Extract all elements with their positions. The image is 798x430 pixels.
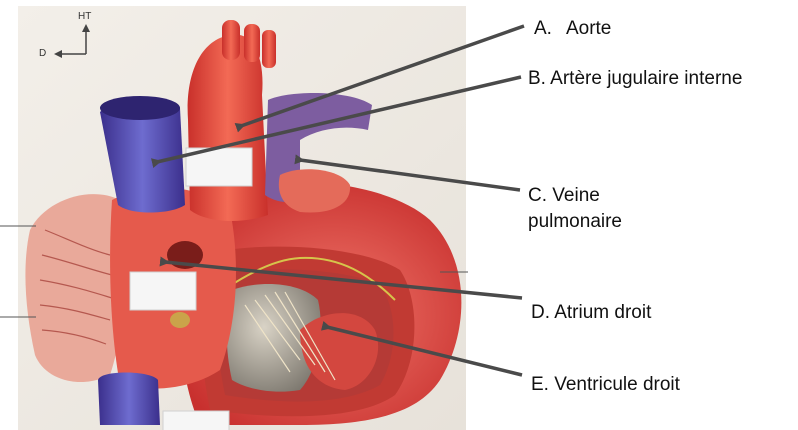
- aorta-arch: [188, 34, 268, 221]
- label-atrium-droit: D. Atrium droit: [531, 300, 651, 326]
- inferior-vena-cava: [98, 373, 160, 426]
- label-a-text: Aorte: [566, 18, 611, 39]
- orientation-up-label: HT: [78, 11, 91, 22]
- label-ventricule-droit: E. Ventricule droit: [531, 372, 691, 398]
- label-aorte: A. Aorte: [534, 16, 611, 42]
- coronary-sinus: [170, 312, 190, 328]
- blank-label-box-3: [163, 411, 229, 430]
- vena-cava-opening: [100, 96, 180, 120]
- label-veine-pulmonaire: C. Veine pulmonaire: [528, 183, 688, 235]
- label-a-letter: A.: [534, 18, 552, 39]
- blank-label-box-2: [130, 272, 196, 310]
- orientation-left-label: D: [39, 48, 46, 59]
- label-artere-jugulaire-interne: B. Artère jugulaire interne: [528, 66, 742, 92]
